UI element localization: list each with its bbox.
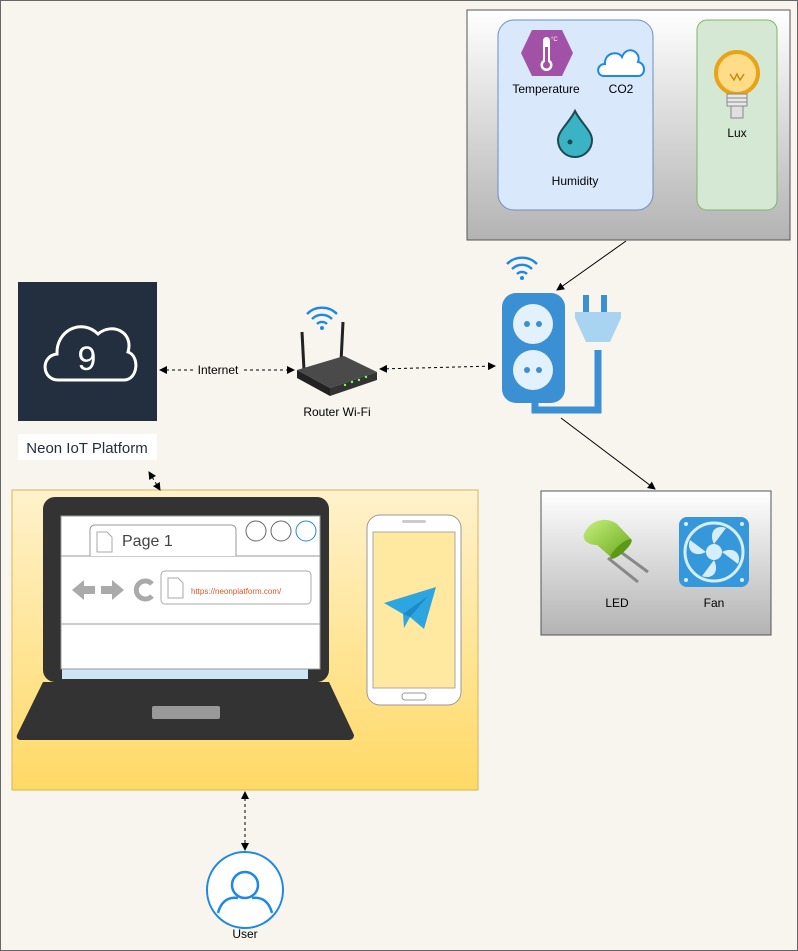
humidity-label: Humidity	[552, 174, 599, 188]
internet-label-bg	[195, 362, 241, 376]
window-control-minimize[interactable]	[245, 520, 267, 542]
browser-tab-label: Page 1	[122, 533, 173, 550]
sensor-to-plug-arrow	[556, 240, 627, 291]
back-arrow-icon[interactable]	[72, 580, 95, 600]
platform-label-bg	[18, 434, 157, 460]
smart-plug-icon	[502, 293, 621, 414]
temperature-label: Temperature	[512, 82, 580, 96]
router-icon	[297, 321, 377, 396]
water-drop-icon	[556, 108, 594, 158]
user-icon	[206, 851, 284, 929]
fan-icon	[679, 517, 749, 587]
telegram-icon	[384, 587, 436, 629]
platform-box	[18, 282, 157, 421]
window-control-maximize[interactable]	[270, 520, 292, 542]
thermometer-icon: °C	[521, 30, 573, 76]
fan-label: Fan	[704, 596, 725, 610]
user-label: User	[232, 927, 257, 941]
led-label: LED	[605, 596, 629, 610]
cloud-icon	[597, 49, 645, 77]
internet-label: Internet	[198, 363, 239, 377]
lux-label: Lux	[727, 126, 746, 140]
platform-label: Neon IoT Platform	[26, 440, 147, 457]
svg-text:°C: °C	[551, 37, 558, 43]
browser-window-icon: Page 1 https://neonplatform.com/	[60, 515, 321, 670]
light-bulb-icon	[714, 50, 760, 119]
router-plug-link	[379, 362, 496, 373]
led-icon	[583, 519, 649, 584]
router-label: Router Wi-Fi	[303, 405, 370, 419]
url-text: https://neonplatform.com/	[191, 587, 282, 596]
refresh-icon[interactable]	[133, 578, 154, 602]
url-bar[interactable]	[160, 570, 312, 605]
platform-cloud-number: 9	[78, 340, 97, 378]
forward-arrow-icon[interactable]	[101, 580, 124, 600]
cloud-platform-icon	[43, 325, 138, 382]
co2-label: CO2	[609, 82, 634, 96]
plug-to-actuator-arrow	[560, 417, 656, 490]
window-control-close[interactable]	[295, 520, 317, 542]
